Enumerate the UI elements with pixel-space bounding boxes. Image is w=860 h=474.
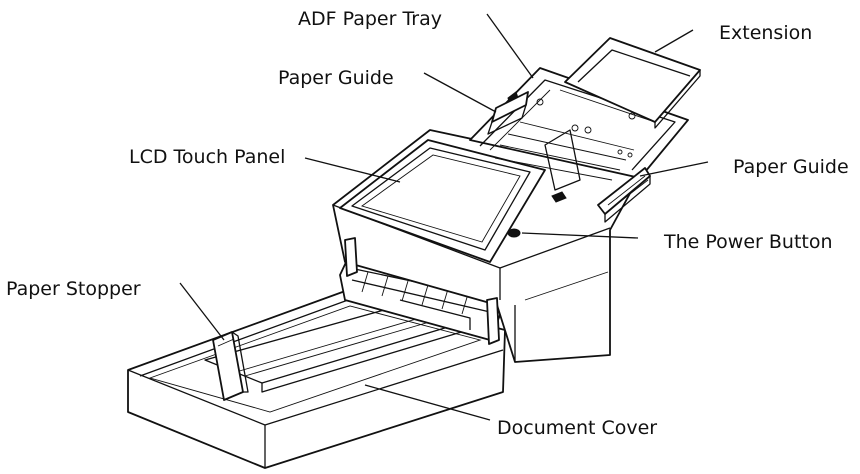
paper-guide-left bbox=[487, 91, 529, 135]
label-paper-stopper: Paper Stopper bbox=[6, 278, 141, 300]
label-paper-guide-top: Paper Guide bbox=[278, 67, 394, 89]
paper-guide-right bbox=[597, 167, 651, 223]
leader-paper-stopper bbox=[179, 282, 225, 341]
leader-document-cover bbox=[364, 384, 491, 421]
leader-paper-guide-top bbox=[423, 72, 497, 113]
leader-paper-guide-right bbox=[639, 161, 709, 177]
label-adf-paper-tray: ADF Paper Tray bbox=[298, 8, 442, 30]
leader-extension bbox=[654, 29, 694, 53]
extension bbox=[559, 37, 701, 129]
label-paper-guide-right: Paper Guide bbox=[733, 156, 849, 178]
leader-adf-paper-tray bbox=[486, 13, 534, 79]
lcd-touch-panel bbox=[339, 139, 546, 263]
leader-lcd-touch-panel bbox=[304, 157, 401, 183]
paper-stopper bbox=[212, 331, 249, 401]
label-power-button: The Power Button bbox=[664, 231, 833, 253]
leader-power-button bbox=[521, 232, 639, 239]
power-button-shape bbox=[507, 228, 521, 238]
label-lcd-touch-panel: LCD Touch Panel bbox=[129, 146, 286, 168]
label-document-cover: Document Cover bbox=[497, 417, 658, 439]
label-extension: Extension bbox=[719, 22, 813, 44]
